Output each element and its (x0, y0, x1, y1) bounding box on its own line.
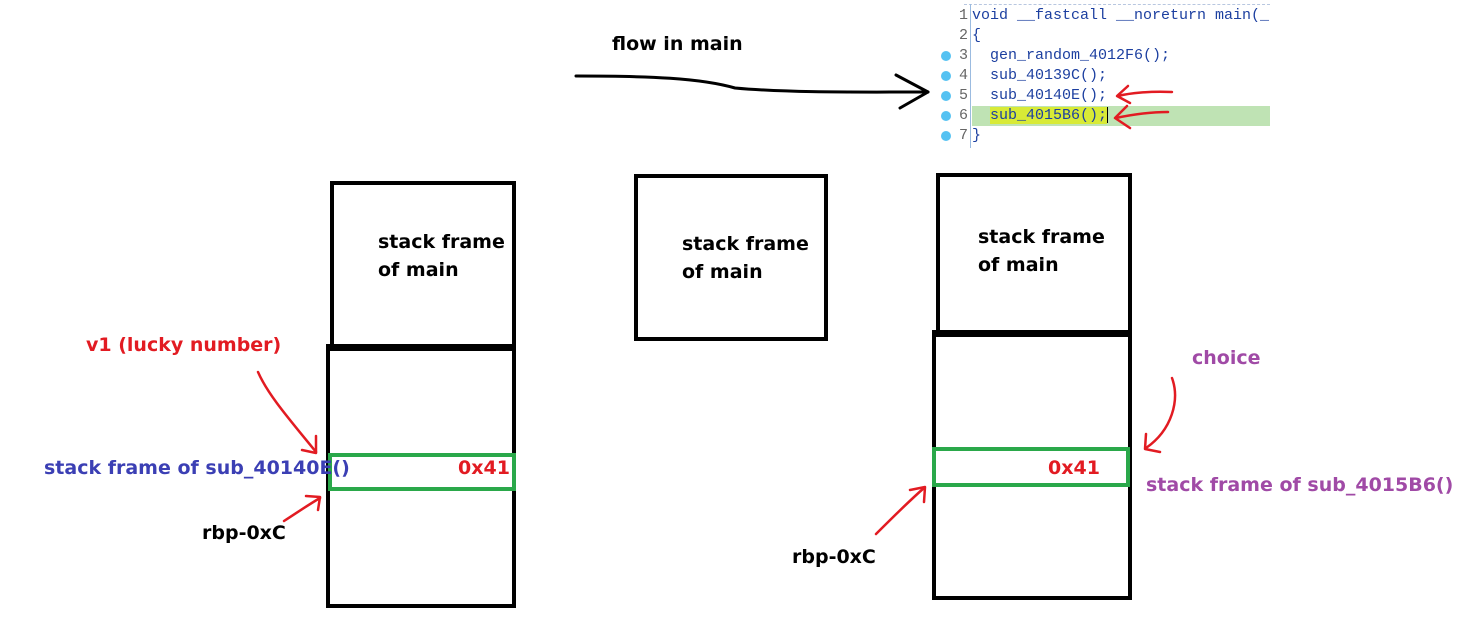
code-line: 3 gen_random_4012F6(); (934, 46, 1270, 66)
offset-label-right: rbp-0xC (792, 546, 876, 568)
code-panel: 1 void __fastcall __noreturn main(_ 2 { … (934, 4, 1270, 148)
code-line: 5 sub_40140E(); (934, 86, 1270, 106)
offset-pointer-arrow-left-icon (282, 494, 322, 523)
main-frame-label-line2: of main (682, 261, 763, 283)
line-number: 4 (958, 67, 968, 84)
slot-value-left: 0x41 (458, 457, 510, 479)
frame-label-left: stack frame of sub_40140E() (44, 457, 350, 479)
offset-right-arrow-shaft (874, 486, 926, 536)
line-number: 2 (958, 27, 968, 44)
main-frame-label-line2: of main (378, 259, 459, 281)
main-frame-label-line1: stack frame (682, 233, 809, 255)
breakpoint-dot-icon[interactable] (941, 111, 951, 121)
breakpoint-dot-icon[interactable] (941, 71, 951, 81)
main-frame-label-line2: of main (978, 254, 1059, 276)
variable-label-left: v1 (lucky number) (86, 334, 282, 356)
line-number: 7 (958, 127, 968, 144)
code-text: gen_random_4012F6(); (972, 47, 1171, 64)
main-frame-label-line1: stack frame (378, 231, 505, 253)
code-pointer-arrows (1113, 84, 1174, 130)
main-frame-box-right (936, 173, 1132, 337)
breakpoint-dot-icon[interactable] (941, 91, 951, 101)
choice-arrow-head (1143, 432, 1162, 454)
red-arrow-head-line6 (1113, 104, 1132, 130)
line-number: 3 (958, 47, 968, 64)
flow-arrow-head (894, 73, 930, 110)
frame-label-right: stack frame of sub_4015B6() (1146, 474, 1454, 496)
highlighted-call: sub_4015B6(); (990, 107, 1108, 124)
red-arrow-head-line5 (1115, 84, 1132, 105)
line-number: 5 (958, 87, 968, 104)
code-line: 2 { (934, 26, 1270, 46)
line-number: 6 (958, 107, 968, 124)
main-frame-box-middle (634, 174, 828, 341)
variable-label-right: choice (1192, 347, 1261, 369)
stack-slot-right (932, 447, 1130, 487)
offset-left-arrow-shaft (282, 496, 322, 523)
code-text: void __fastcall __noreturn main(_ (972, 7, 1270, 24)
offset-right-arrow-head (908, 485, 927, 504)
v1-arrow-shaft (256, 370, 318, 454)
code-line: 7 } (934, 126, 1270, 146)
text-cursor (1107, 107, 1109, 124)
code-text: sub_40139C(); (972, 67, 1108, 84)
v1-pointer-arrow-icon (256, 370, 318, 455)
main-frame-label-line1: stack frame (978, 226, 1105, 248)
breakpoint-dot-icon[interactable] (941, 131, 951, 141)
code-text: { (972, 27, 982, 44)
code-text: sub_4015B6(); (972, 106, 1109, 126)
offset-left-arrow-head (304, 494, 322, 512)
flow-arrow-icon (574, 73, 930, 110)
flow-arrow-shaft (574, 74, 930, 94)
red-arrow-line5 (1116, 90, 1174, 98)
main-frame-box-left (330, 181, 516, 351)
flow-label: flow in main (612, 33, 743, 55)
offset-pointer-arrow-right-icon (874, 485, 927, 536)
choice-pointer-arrow-icon (1143, 376, 1177, 454)
code-top-border (964, 4, 1270, 6)
code-text: sub_40140E(); (972, 87, 1108, 104)
offset-label-left: rbp-0xC (202, 522, 286, 544)
stack-slot-left (328, 453, 516, 491)
slot-value-right: 0x41 (1048, 457, 1100, 479)
code-text: } (972, 127, 982, 144)
code-line: 4 sub_40139C(); (934, 66, 1270, 86)
code-line: 1 void __fastcall __noreturn main(_ (934, 6, 1270, 26)
breakpoint-dot-icon[interactable] (941, 51, 951, 61)
choice-arrow-shaft (1144, 376, 1177, 450)
red-arrow-line6 (1114, 110, 1170, 120)
v1-arrow-head (300, 434, 318, 455)
line-number: 1 (958, 7, 968, 24)
code-gutter-divider (970, 4, 971, 148)
